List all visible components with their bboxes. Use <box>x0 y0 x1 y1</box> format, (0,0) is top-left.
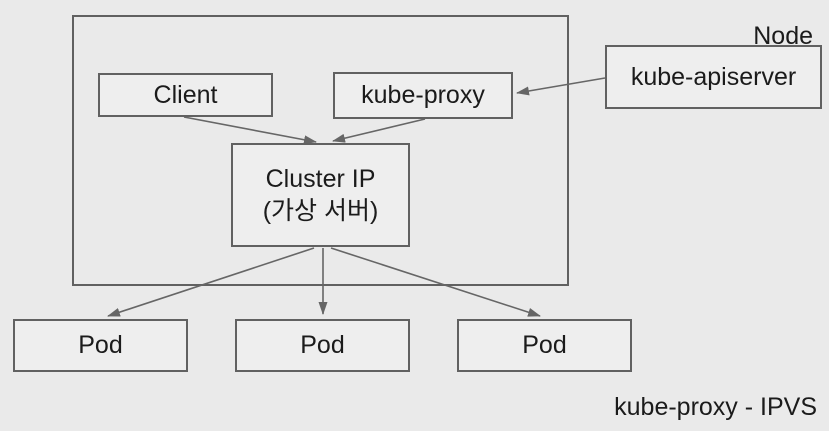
kube-proxy-label: kube-proxy <box>361 81 485 110</box>
kube-proxy-box: kube-proxy <box>333 72 513 119</box>
kube-apiserver-label: kube-apiserver <box>630 62 797 91</box>
node-group-box <box>72 15 569 286</box>
client-label: Client <box>153 80 218 109</box>
cluster-ip-label-line1: Cluster IP <box>265 164 376 193</box>
kube-apiserver-box: kube-apiserver <box>605 45 822 109</box>
pod-2-label: Pod <box>300 331 345 360</box>
diagram-caption: kube-proxy - IPVS <box>614 393 817 421</box>
pod-box-2: Pod <box>235 319 410 372</box>
pod-3-label: Pod <box>522 331 567 360</box>
pod-box-3: Pod <box>457 319 632 372</box>
cluster-ip-label: Cluster IP (가상 서버) <box>263 163 379 228</box>
pod-1-label: Pod <box>78 331 123 360</box>
pod-box-1: Pod <box>13 319 188 372</box>
cluster-ip-label-line2: (가상 서버) <box>262 197 379 225</box>
client-box: Client <box>98 73 273 117</box>
cluster-ip-box: Cluster IP (가상 서버) <box>231 143 410 247</box>
